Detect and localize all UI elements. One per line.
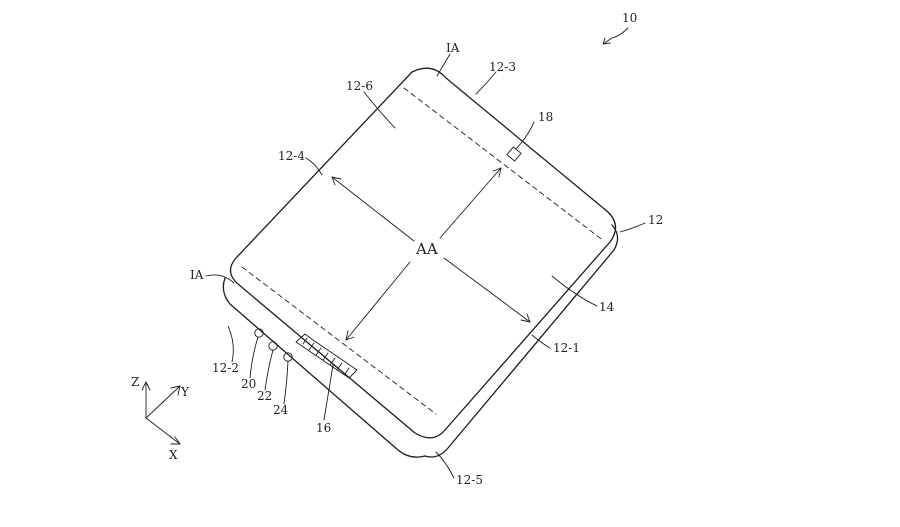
- label-12-6: 12-6: [346, 79, 373, 93]
- aa-arrow-top: [439, 167, 502, 239]
- label-12: 12: [648, 213, 663, 227]
- label-12-5: 12-5: [456, 473, 483, 487]
- device-bottom-side: [222, 277, 426, 458]
- top-inactive-border: [403, 87, 605, 242]
- bottom-inactive-border: [241, 266, 437, 415]
- label-ia-left: IA: [190, 268, 204, 282]
- label-12-2: 12-2: [212, 361, 239, 375]
- aa-arrow-right: [443, 257, 531, 323]
- label-ia-top: IA: [446, 41, 460, 55]
- label-aa: AA: [415, 240, 438, 258]
- axis-label-y: Y: [180, 385, 190, 399]
- leader-lines: [205, 27, 646, 479]
- device-right-side: [424, 224, 619, 458]
- aa-arrow-left: [331, 176, 415, 242]
- label-10: 10: [622, 11, 637, 25]
- label-12-3: 12-3: [489, 60, 516, 74]
- camera-window: [506, 146, 522, 162]
- side-button-20: [254, 328, 264, 338]
- label-12-4: 12-4: [278, 149, 305, 163]
- label-12-1: 12-1: [553, 341, 580, 355]
- label-16: 16: [316, 421, 331, 435]
- label-22: 22: [257, 389, 272, 403]
- side-button-22: [268, 341, 278, 351]
- axis-label-x: X: [169, 448, 178, 462]
- label-14: 14: [599, 300, 615, 314]
- aa-arrow-bottom: [345, 261, 411, 341]
- label-18: 18: [538, 110, 553, 124]
- label-20: 20: [241, 377, 256, 391]
- label-24: 24: [273, 403, 289, 417]
- axis-triad: [141, 381, 181, 445]
- device-top-face: [229, 67, 617, 439]
- speaker-port: [295, 333, 358, 379]
- axis-label-z: Z: [131, 375, 139, 389]
